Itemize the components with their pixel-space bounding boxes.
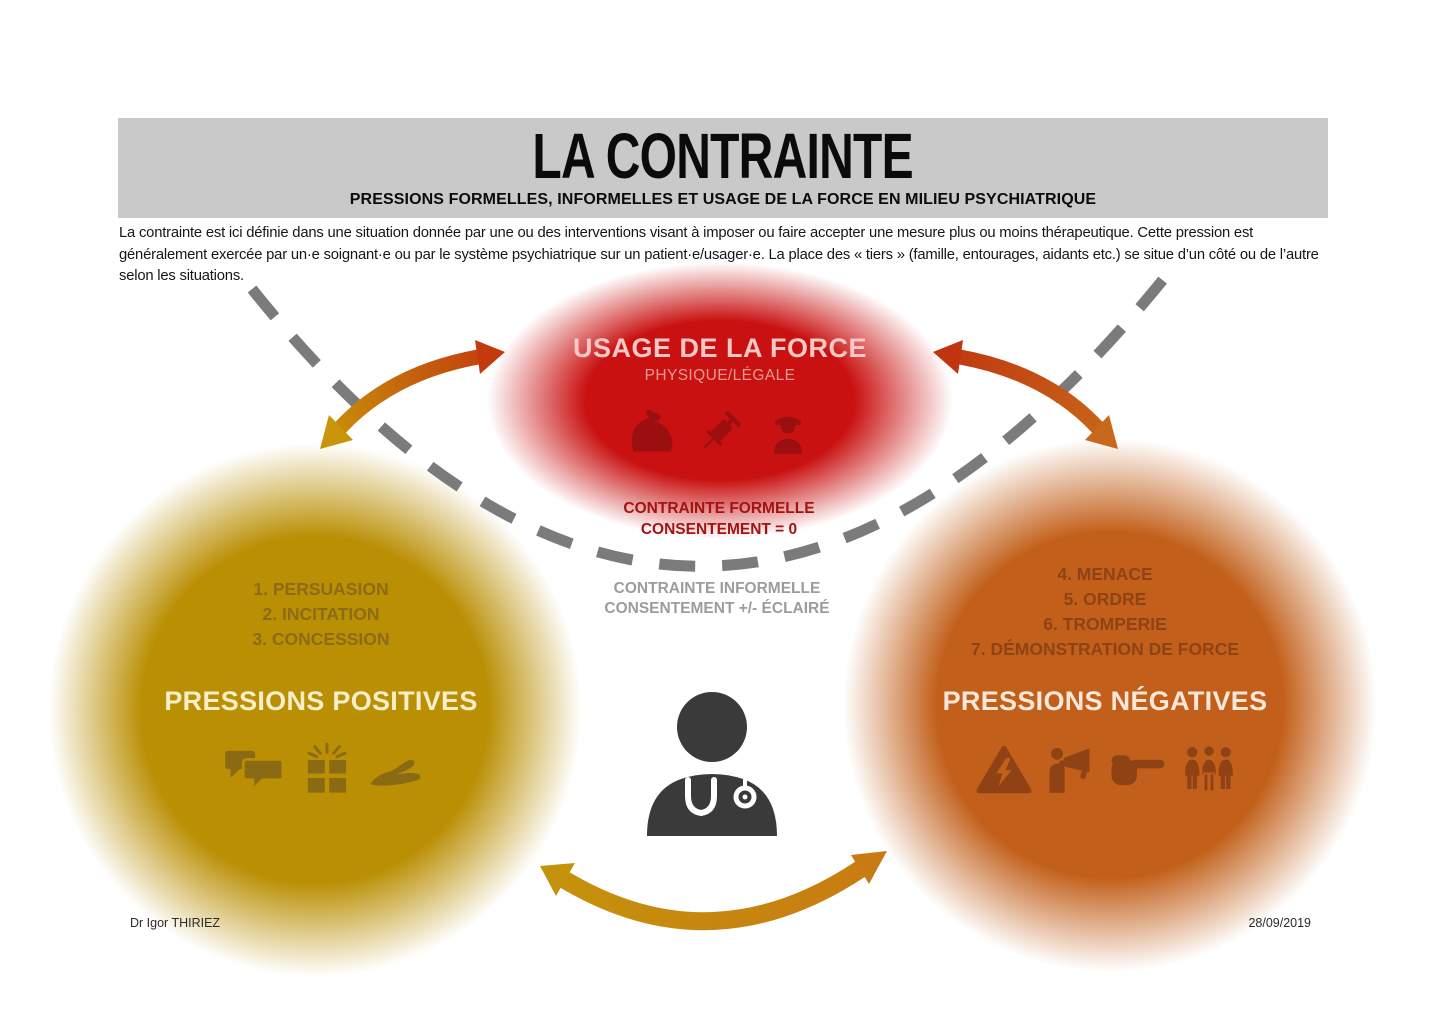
muscle-icon [631,409,673,452]
doctor-icon [647,692,777,836]
positive-pressures-blob [40,435,590,985]
positive-icons-row [218,733,432,805]
arrow-force-negative [933,340,1118,449]
informal-line1: CONTRAINTE INFORMELLE [613,580,821,597]
force-zone-title: USAGE DE LA FORCE [572,333,868,363]
negative-items-list: 4. MENACE 5. ORDRE 6. TROMPERIE 7. DÉMON… [845,562,1365,662]
intro-paragraph: La contrainte est ici définie dans une s… [119,225,1319,284]
negative-zone-title: PRESSIONS NÉGATIVES [942,686,1268,716]
force-icons-row [610,401,830,463]
giving-hand-icon [370,759,421,786]
chat-icon [225,750,285,793]
positive-items-list: 1. PERSUASION 2. INCITATION 3. CONCESSIO… [61,577,581,652]
police-icon [773,416,803,454]
list-item: 7. DÉMONSTRATION DE FORCE [970,639,1240,659]
force-zone-subtitle: PHYSIQUE/LÉGALE [644,367,796,384]
list-item: 6. TROMPERIE [1043,614,1167,634]
formal-constraint-label: CONTRAINTE FORMELLE CONSENTEMENT = 0 [469,498,969,540]
list-item: 2. INCITATION [262,604,380,624]
warning-icon [976,745,1032,794]
page-title: LA CONTRAINTE [532,120,914,192]
page-subtitle: PRESSIONS FORMELLES, INFORMELLES ET USAG… [349,191,1097,208]
megaphone-icon [1049,747,1090,793]
header-banner: LA CONTRAINTE PRESSIONS FORMELLES, INFOR… [118,118,1328,218]
arrow-positive-force [320,340,505,449]
negative-pressures-blob [835,430,1385,980]
formal-line2: CONSENTEMENT = 0 [640,521,798,538]
negative-icons-row [972,733,1242,805]
informal-line2: CONSENTEMENT +/- ÉCLAIRÉ [604,600,830,617]
formal-line1: CONTRAINTE FORMELLE [623,500,815,517]
arrow-positive-negative [540,851,887,931]
group-icon [1185,744,1233,793]
list-item: 3. CONCESSION [252,629,390,649]
list-item: 5. ORDRE [1063,589,1147,609]
list-item: 4. MENACE [1057,564,1153,584]
date-label: 28/09/2019 [1248,916,1311,930]
gift-icon [307,742,347,793]
positive-zone-title: PRESSIONS POSITIVES [164,686,478,716]
list-item: 1. PERSUASION [253,579,389,599]
use-of-force-blob [480,258,960,543]
formal-informal-boundary-dashed-curve [247,272,1171,572]
author-credit: Dr Igor THIRIEZ [130,916,221,930]
pointing-hand-icon [1111,755,1165,786]
syringe-icon [703,410,742,449]
informal-constraint-label: CONTRAINTE INFORMELLE CONSENTEMENT +/- É… [467,579,967,619]
